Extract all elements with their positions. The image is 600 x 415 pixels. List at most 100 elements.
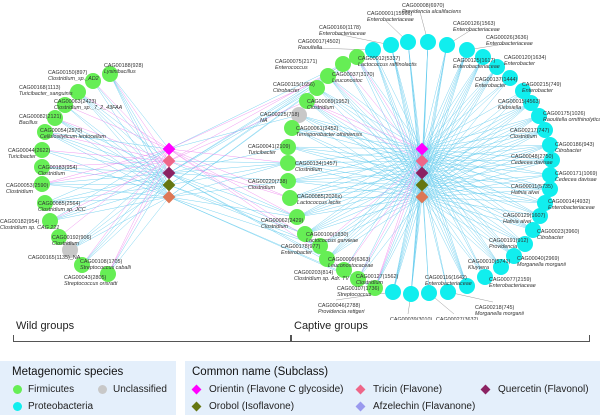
species-node[interactable]: [439, 37, 455, 53]
species-node[interactable]: [309, 80, 325, 96]
node-taxon-label: Clostridium: [356, 280, 383, 286]
captive-edge: [287, 172, 423, 182]
captive-edge: [287, 146, 423, 150]
node-id-label: CAG00225(718): [260, 112, 299, 118]
species-node[interactable]: [493, 259, 509, 275]
captive-edge: [421, 144, 551, 198]
species-node[interactable]: [280, 139, 296, 155]
species-node[interactable]: [400, 34, 416, 50]
species-node[interactable]: [291, 107, 307, 123]
species-node[interactable]: [74, 257, 90, 273]
species-node[interactable]: [531, 108, 547, 124]
species-node[interactable]: [459, 42, 475, 58]
species-node[interactable]: [57, 97, 73, 113]
species-node[interactable]: [459, 278, 475, 294]
species-node[interactable]: [42, 213, 58, 229]
species-node[interactable]: [320, 68, 336, 84]
node-taxon-label: Clostridium: [38, 171, 65, 177]
species-node[interactable]: [537, 195, 553, 211]
species-node[interactable]: [542, 181, 558, 197]
species-node[interactable]: [502, 70, 518, 86]
species-node[interactable]: [350, 271, 366, 287]
compound-diamond-3[interactable]: [162, 166, 176, 180]
species-node[interactable]: [100, 266, 116, 282]
species-node[interactable]: [85, 73, 101, 89]
wild-edge: [109, 73, 170, 186]
species-node[interactable]: [282, 190, 298, 206]
species-node[interactable]: [421, 285, 437, 301]
species-node[interactable]: [284, 120, 300, 136]
compound-layer: [162, 142, 429, 204]
compound-diamond-2[interactable]: [162, 154, 176, 168]
legend-label: Proteobacteria: [28, 401, 94, 412]
species-node[interactable]: [477, 269, 493, 285]
legend-label: Quercetin (Flavonol): [498, 384, 589, 395]
species-node[interactable]: [312, 238, 328, 254]
species-node[interactable]: [349, 49, 365, 65]
species-node[interactable]: [299, 93, 315, 109]
species-node[interactable]: [62, 242, 78, 258]
species-node[interactable]: [542, 137, 558, 153]
species-node[interactable]: [51, 229, 67, 245]
compound-diamond-3[interactable]: [415, 166, 429, 180]
captive-edge: [298, 114, 423, 174]
species-node[interactable]: [297, 226, 313, 242]
wild-edge: [77, 91, 170, 162]
species-node[interactable]: [34, 159, 50, 175]
captive-edge: [421, 115, 540, 198]
captive-edge: [421, 56, 484, 174]
species-node[interactable]: [383, 37, 399, 53]
wild-edge: [107, 196, 170, 275]
compound-diamond-5[interactable]: [415, 190, 429, 204]
species-node[interactable]: [37, 195, 53, 211]
species-node[interactable]: [525, 222, 541, 238]
wild-edge: [41, 183, 170, 198]
species-node[interactable]: [506, 248, 522, 264]
legend-label: Orientin (Flavone C glycoside): [209, 384, 344, 395]
captive-edge: [421, 77, 511, 150]
species-node[interactable]: [367, 280, 383, 296]
species-node[interactable]: [517, 236, 533, 252]
species-node[interactable]: [475, 49, 491, 65]
node-taxon-label: Cedecea davisae: [555, 177, 597, 183]
species-node[interactable]: [319, 251, 335, 267]
species-node[interactable]: [280, 173, 296, 189]
captive-edge: [390, 44, 423, 198]
node-taxon-label: Cedecea davisae: [511, 160, 553, 166]
species-node[interactable]: [37, 124, 53, 140]
species-node[interactable]: [537, 122, 553, 138]
species-node[interactable]: [34, 142, 50, 158]
compound-diamond-5[interactable]: [162, 190, 176, 204]
species-node[interactable]: [532, 208, 548, 224]
species-node[interactable]: [403, 286, 419, 302]
species-node[interactable]: [365, 42, 381, 58]
node-id-label: CAG00116(1642): [425, 275, 467, 281]
species-node[interactable]: [489, 59, 505, 75]
species-node[interactable]: [47, 110, 63, 126]
captive-edge: [421, 184, 551, 190]
wild-edge: [54, 117, 170, 162]
species-node[interactable]: [280, 155, 296, 171]
species-node[interactable]: [34, 176, 50, 192]
captive-edge: [372, 49, 423, 198]
captive-edge: [421, 196, 468, 287]
species-node[interactable]: [523, 95, 539, 111]
species-node[interactable]: [70, 84, 86, 100]
species-node[interactable]: [385, 284, 401, 300]
afzelechin-diamond-icon: [355, 401, 366, 412]
species-node[interactable]: [102, 66, 118, 82]
compound-diamond-4[interactable]: [415, 178, 429, 192]
species-node[interactable]: [542, 167, 558, 183]
species-node[interactable]: [440, 284, 456, 300]
species-node[interactable]: [336, 262, 352, 278]
compound-diamond-4[interactable]: [162, 178, 176, 192]
compound-diamond-2[interactable]: [415, 154, 429, 168]
species-node[interactable]: [289, 209, 305, 225]
species-node[interactable]: [335, 56, 351, 72]
species-node[interactable]: [515, 83, 531, 99]
species-node[interactable]: [544, 152, 560, 168]
compound-diamond-1[interactable]: [162, 142, 176, 156]
compound-diamond-1[interactable]: [415, 142, 429, 156]
captive-edge: [287, 146, 423, 186]
species-node[interactable]: [420, 34, 436, 50]
